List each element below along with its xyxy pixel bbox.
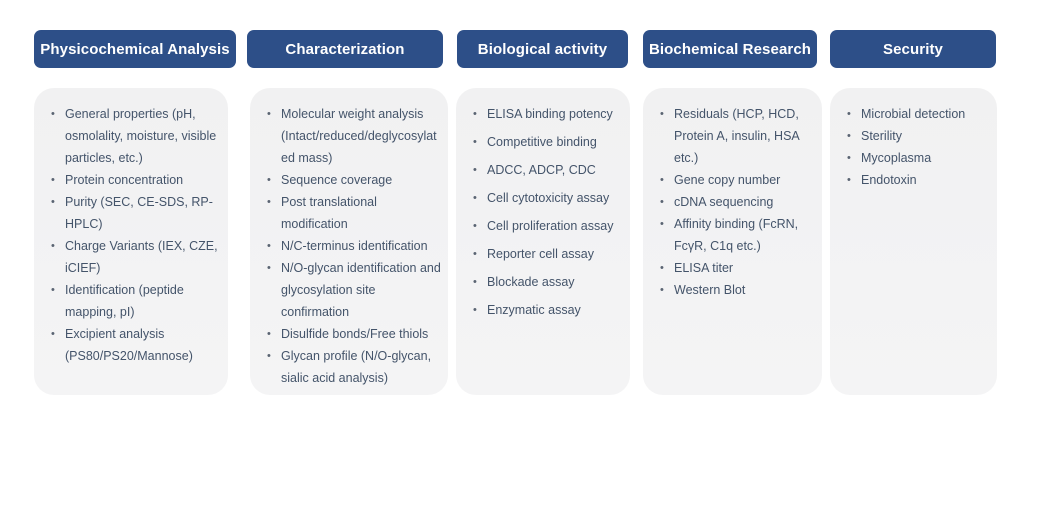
bullet-list: Microbial detection Sterility Mycoplasma… <box>830 88 997 191</box>
column-body-biological-activity: ELISA binding potency Competitive bindin… <box>456 88 630 395</box>
bullet-list: ELISA binding potency Competitive bindin… <box>456 88 630 321</box>
list-item: Microbial detection <box>830 103 991 125</box>
list-item: Sequence coverage <box>250 169 442 191</box>
list-item: Residuals (HCP, HCD, Protein A, insulin,… <box>643 103 816 169</box>
list-item: Molecular weight analysis (Intact/reduce… <box>250 103 442 169</box>
list-item: Cell proliferation assay <box>456 215 624 237</box>
column-title: Biological activity <box>477 40 608 58</box>
column-title: Physicochemical Analysis <box>40 40 230 58</box>
list-item: Disulfide bonds/Free thiols <box>250 323 442 345</box>
column-title: Security <box>883 40 943 58</box>
column-header-biochemical-research: Biochemical Research <box>643 30 817 68</box>
column-body-characterization: Molecular weight analysis (Intact/reduce… <box>250 88 448 395</box>
bullet-list: Molecular weight analysis (Intact/reduce… <box>250 88 448 389</box>
list-item: Cell cytotoxicity assay <box>456 187 624 209</box>
column-header-physicochemical-analysis: Physicochemical Analysis <box>34 30 236 68</box>
list-item: Post translational modification <box>250 191 442 235</box>
list-item: Gene copy number <box>643 169 816 191</box>
column-header-security: Security <box>830 30 996 68</box>
list-item: ELISA titer <box>643 257 816 279</box>
column-title: Characterization <box>285 40 405 58</box>
column-title: Biochemical Research <box>648 40 812 58</box>
list-item: Mycoplasma <box>830 147 991 169</box>
list-item: Competitive binding <box>456 131 624 153</box>
list-item: Glycan profile (N/O-glycan, sialic acid … <box>250 345 442 389</box>
list-item: Charge Variants (IEX, CZE, iCIEF) <box>34 235 222 279</box>
bullet-list: Residuals (HCP, HCD, Protein A, insulin,… <box>643 88 822 301</box>
list-item: Protein concentration <box>34 169 222 191</box>
column-body-security: Microbial detection Sterility Mycoplasma… <box>830 88 997 395</box>
list-item: ELISA binding potency <box>456 103 624 125</box>
list-item: cDNA sequencing <box>643 191 816 213</box>
list-item: Enzymatic assay <box>456 299 624 321</box>
list-item: Reporter cell assay <box>456 243 624 265</box>
list-item: Western Blot <box>643 279 816 301</box>
list-item: General properties (pH, osmolality, mois… <box>34 103 222 169</box>
list-item: Affinity binding (FcRN, FcγR, C1q etc.) <box>643 213 816 257</box>
column-body-physicochemical-analysis: General properties (pH, osmolality, mois… <box>34 88 228 395</box>
list-item: Excipient analysis (PS80/PS20/Mannose) <box>34 323 222 367</box>
column-header-biological-activity: Biological activity <box>457 30 628 68</box>
list-item: Blockade assay <box>456 271 624 293</box>
bullet-list: General properties (pH, osmolality, mois… <box>34 88 228 367</box>
list-item: Purity (SEC, CE-SDS, RP-HPLC) <box>34 191 222 235</box>
list-item: N/C-terminus identification <box>250 235 442 257</box>
list-item: Sterility <box>830 125 991 147</box>
list-item: ADCC, ADCP, CDC <box>456 159 624 181</box>
column-body-biochemical-research: Residuals (HCP, HCD, Protein A, insulin,… <box>643 88 822 395</box>
column-header-characterization: Characterization <box>247 30 443 68</box>
list-item: Endotoxin <box>830 169 991 191</box>
list-item: Identification (peptide mapping, pI) <box>34 279 222 323</box>
list-item: N/O-glycan identification and glycosylat… <box>250 257 442 323</box>
